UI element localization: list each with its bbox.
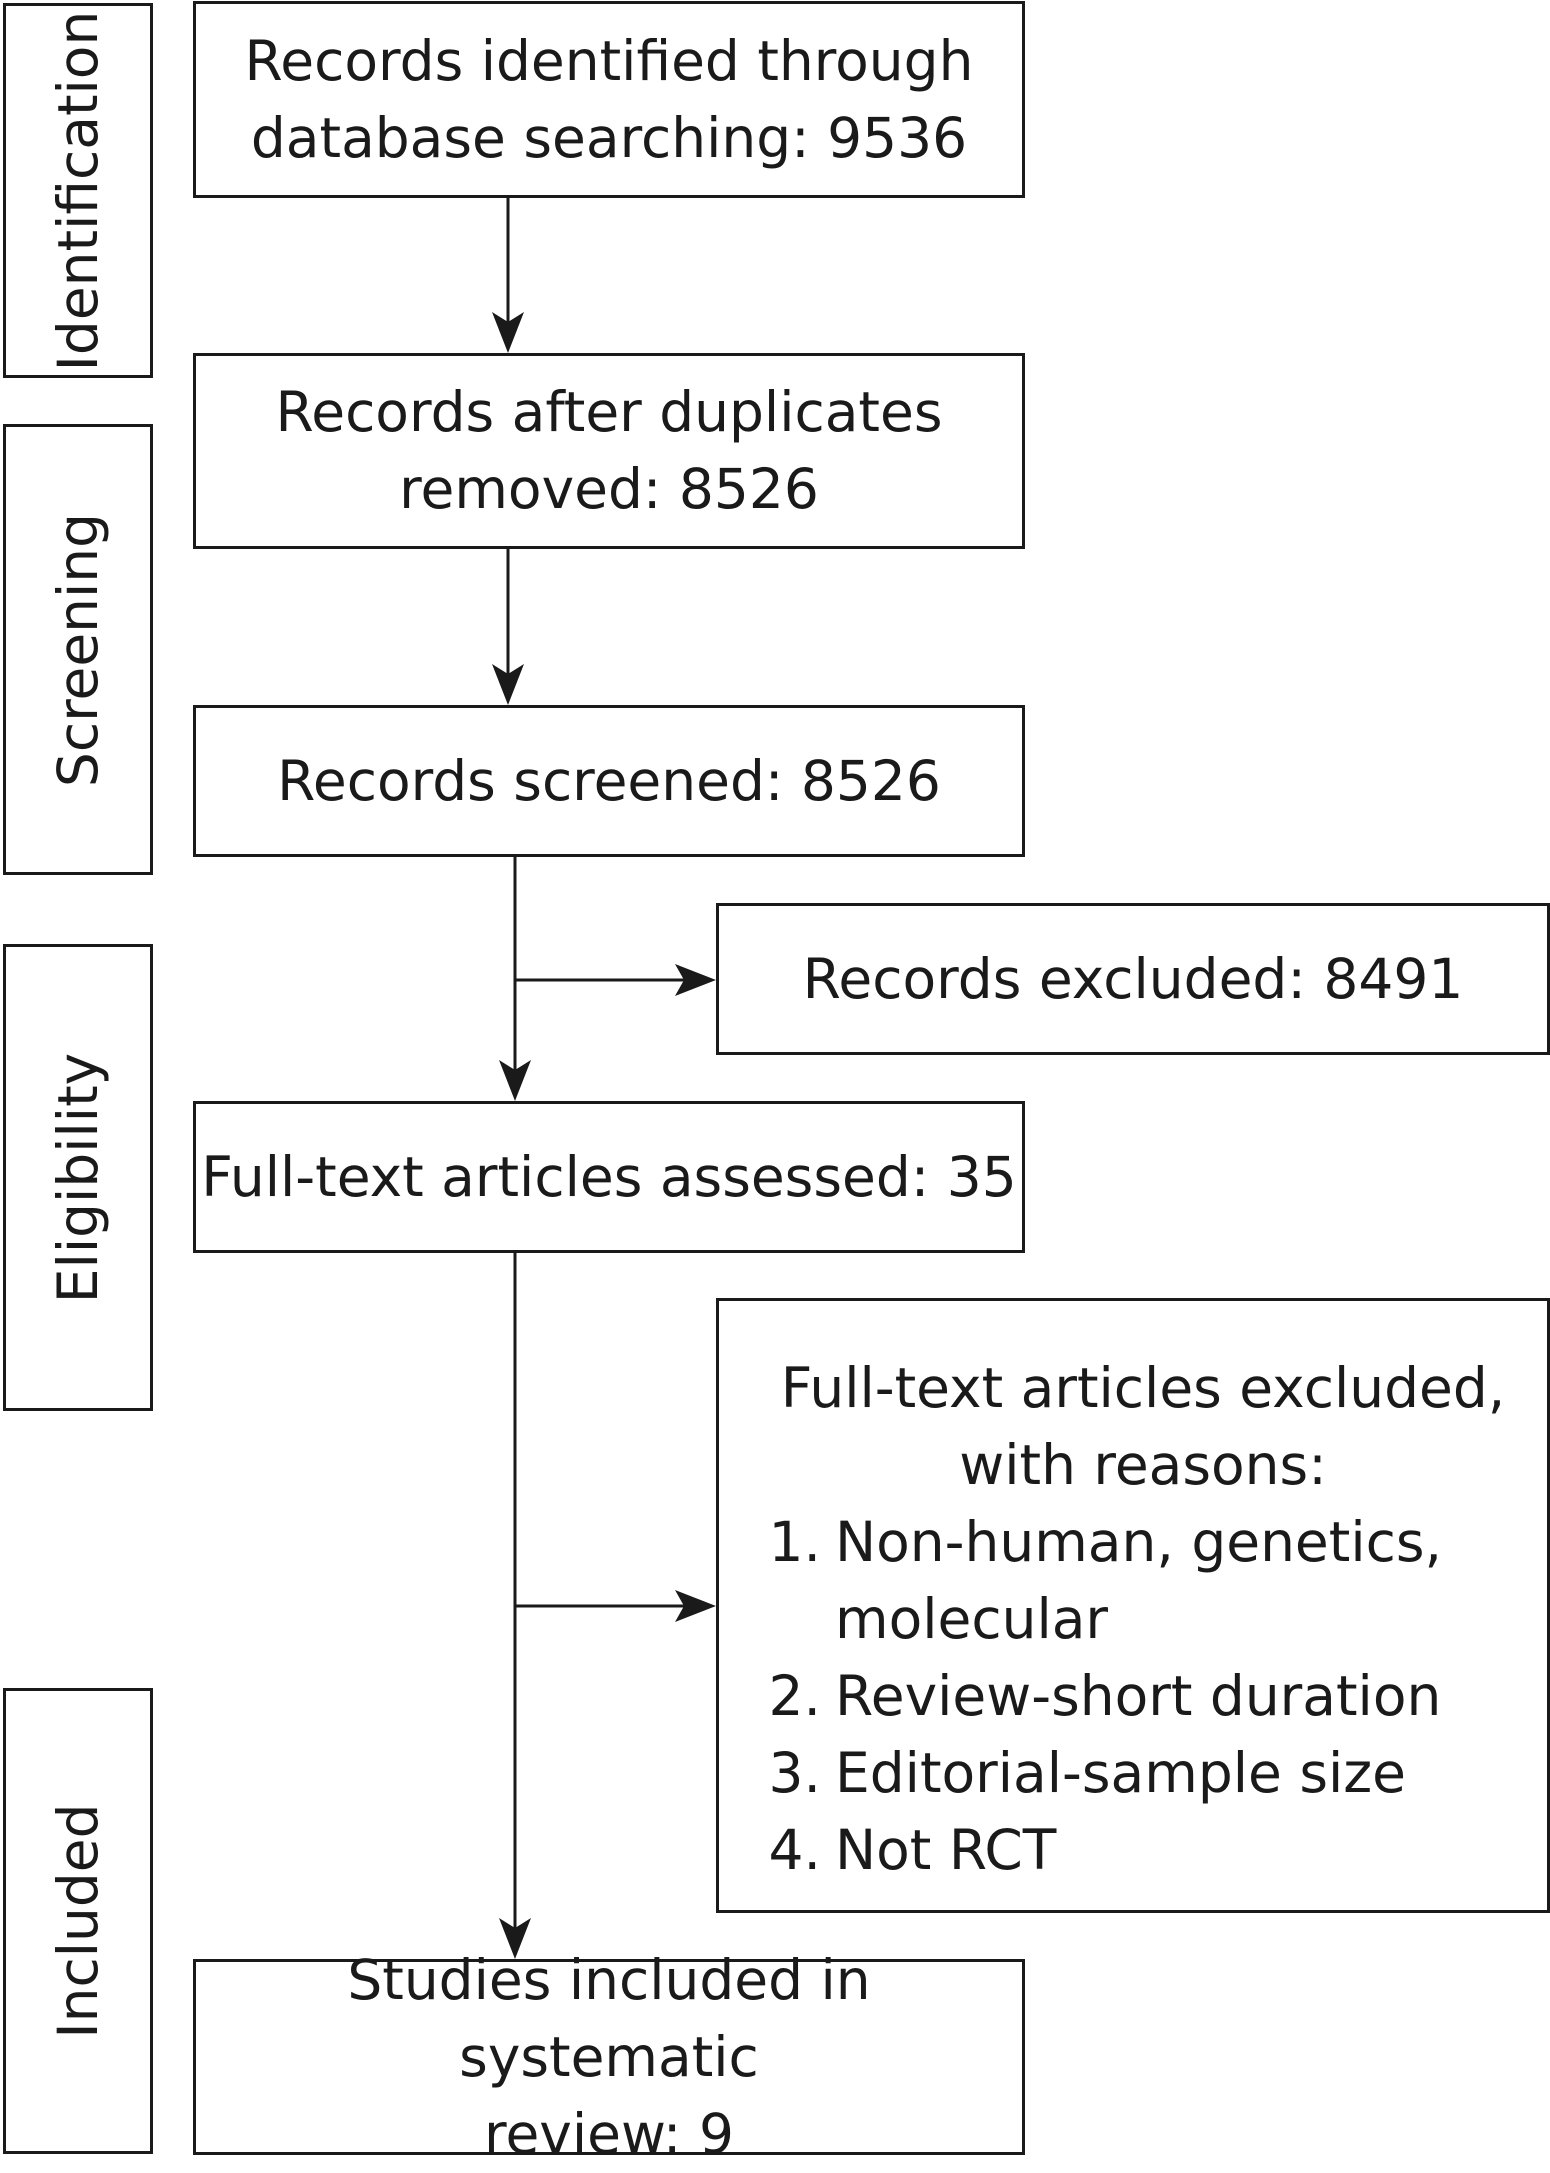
exclusion-reason-2-text: Review-short duration [835,1664,1442,1728]
exclusion-reason-1: 1. Non-human, genetics, molecular [759,1504,1527,1658]
fulltext-excluded-heading-line-2: with reasons: [959,1433,1327,1497]
studies-included-box: Studies included in systematic review: 9 [193,1948,1025,2166]
records-identified-line-2: database searching: 9536 [250,105,968,170]
stage-eligibility: Eligibility [3,944,153,1411]
exclusion-reason-3-number: 3. [768,1741,821,1805]
fulltext-excluded-heading-line-1: Full-text articles excluded, [780,1356,1506,1420]
arrowhead-to-assessed [499,1060,531,1101]
records-excluded-box: Records excluded: 8491 [716,903,1550,1055]
exclusion-reason-3: 3. Editorial-sample size [759,1735,1527,1812]
exclusion-reason-1-number: 1. [768,1510,821,1574]
stage-screening: Screening [3,424,153,875]
exclusion-reasons-list: 1. Non-human, genetics, molecular 2. Rev… [759,1504,1527,1889]
exclusion-reason-3-text: Editorial-sample size [835,1741,1406,1805]
exclusion-reason-4-number: 4. [768,1818,821,1882]
fulltext-excluded-heading: Full-text articles excluded, with reason… [759,1350,1527,1504]
exclusion-reason-4-text: Not RCT [835,1818,1057,1882]
records-identified-box: Records identified through database sear… [193,1,1025,198]
arrowhead-to-screened [492,664,524,705]
fulltext-assessed-text: Full-text articles assessed: 35 [201,1144,1017,1209]
records-excluded-text: Records excluded: 8491 [802,946,1464,1011]
records-after-duplicates-line-2: removed: 8526 [399,457,819,521]
studies-included-line-1: Studies included in systematic [347,1947,871,2089]
records-screened-box: Records screened: 8526 [193,705,1025,857]
exclusion-reason-2-number: 2. [768,1664,821,1728]
records-identified-line-1: Records identified through [244,28,974,93]
records-after-duplicates-line-1: Records after duplicates [275,380,943,444]
exclusion-reason-4: 4. Not RCT [759,1812,1527,1889]
exclusion-reason-1-line-1: Non-human, genetics, [835,1510,1442,1574]
exclusion-reason-2: 2. Review-short duration [759,1658,1527,1735]
arrowhead-to-excluded [675,964,716,996]
records-screened-text: Records screened: 8526 [277,748,941,813]
arrowhead-to-duplicates [492,312,524,353]
arrowhead-to-fulltext-excluded [675,1590,716,1622]
stage-identification: Identification [3,3,153,378]
exclusion-reason-1-line-2: molecular [835,1587,1109,1651]
records-after-duplicates-box: Records after duplicates removed: 8526 [193,353,1025,549]
fulltext-assessed-box: Full-text articles assessed: 35 [193,1101,1025,1253]
arrowhead-to-included [499,1918,531,1959]
studies-included-line-2: review: 9 [484,2101,734,2166]
fulltext-excluded-box: Full-text articles excluded, with reason… [716,1298,1550,1913]
stage-included: Included [3,1688,153,2154]
